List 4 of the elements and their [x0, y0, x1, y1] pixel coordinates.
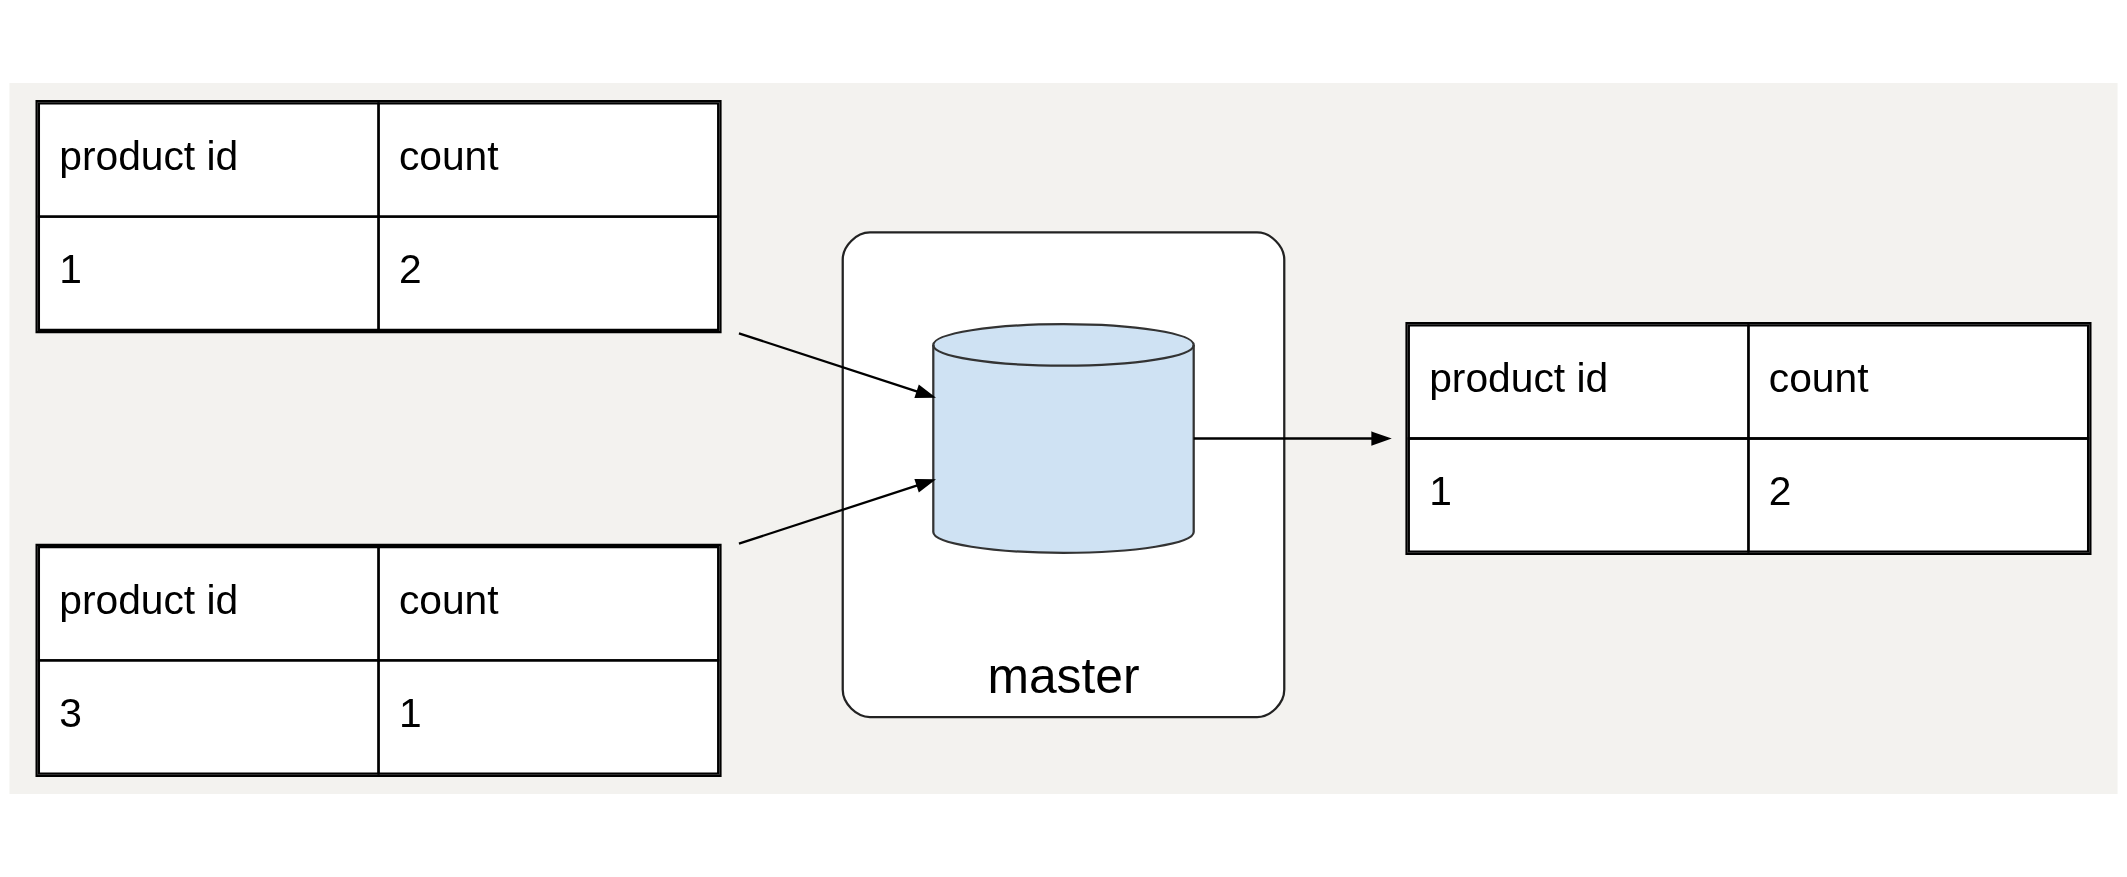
cluster: master	[841, 231, 1286, 719]
arrow	[738, 332, 936, 399]
arrow	[738, 478, 936, 545]
arrow	[1193, 431, 1392, 446]
